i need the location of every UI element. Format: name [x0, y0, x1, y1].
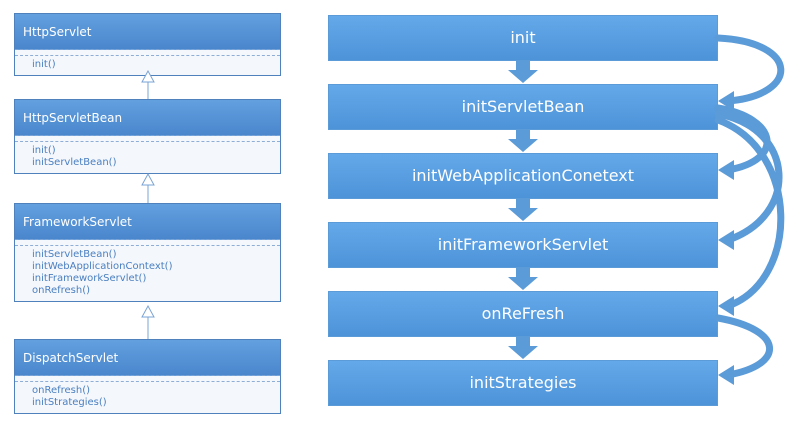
flow-step-initframeworkservlet: initFrameworkServlet: [328, 222, 718, 268]
down-arrow: [508, 61, 538, 83]
class-name: HttpServletBean: [15, 100, 280, 136]
class-divider: [15, 136, 280, 142]
call-arrows: [714, 34, 785, 379]
method-item: onRefresh(): [32, 385, 91, 396]
flow-step-onrefresh: onReFresh: [328, 291, 718, 337]
arrow-head: [718, 365, 734, 385]
method-list: onRefresh() initStrategies(): [15, 382, 280, 413]
method-list: init() initServletBean(): [15, 142, 280, 173]
class-frameworkservlet: FrameworkServlet initServletBean() initW…: [14, 203, 281, 302]
arrow-head: [718, 160, 734, 180]
curved-arrow: [714, 314, 773, 379]
method-item: init(): [32, 59, 56, 70]
class-httpservletbean: HttpServletBean init() initServletBean(): [14, 99, 281, 174]
arrow-heads: [718, 91, 734, 385]
method-item: init(): [32, 145, 56, 156]
down-arrow: [508, 199, 538, 221]
inheritance-connector: [141, 69, 155, 99]
curved-arrow: [714, 34, 785, 105]
method-list: initServletBean() initWebApplicationCont…: [15, 246, 280, 301]
flow-step-init: init: [328, 15, 718, 61]
class-name: HttpServlet: [15, 14, 280, 50]
class-dispatchservlet: DispatchServlet onRefresh() initStrategi…: [14, 339, 281, 414]
inheritance-connector: [141, 304, 155, 339]
method-item: initFrameworkServlet(): [32, 273, 147, 284]
class-divider: [15, 240, 280, 246]
method-item: onRefresh(): [32, 285, 91, 296]
method-item: initStrategies(): [32, 397, 107, 408]
flow-step-initwebapplicationconetext: initWebApplicationConetext: [328, 153, 718, 199]
down-arrow: [508, 337, 538, 359]
flow-step-initstrategies: initStrategies: [328, 360, 718, 406]
curved-arrow: [714, 116, 785, 310]
method-item: initServletBean(): [32, 157, 117, 168]
method-item: initServletBean(): [32, 249, 117, 260]
down-arrow: [508, 130, 538, 152]
arrow-head: [718, 91, 734, 111]
flow-step-initservletbean: initServletBean: [328, 84, 718, 130]
class-divider: [15, 376, 280, 382]
down-arrow: [508, 268, 538, 290]
arrow-head: [718, 230, 734, 250]
arrow-head: [718, 296, 734, 316]
method-item: initWebApplicationContext(): [32, 261, 173, 272]
curved-arrow: [714, 110, 783, 244]
class-name: DispatchServlet: [15, 340, 280, 376]
class-name: FrameworkServlet: [15, 204, 280, 240]
inheritance-connector: [141, 172, 155, 203]
method-list: init(): [15, 56, 280, 75]
class-divider: [15, 50, 280, 56]
down-arrows: [508, 61, 538, 359]
class-httpservlet: HttpServlet init(): [14, 13, 281, 76]
